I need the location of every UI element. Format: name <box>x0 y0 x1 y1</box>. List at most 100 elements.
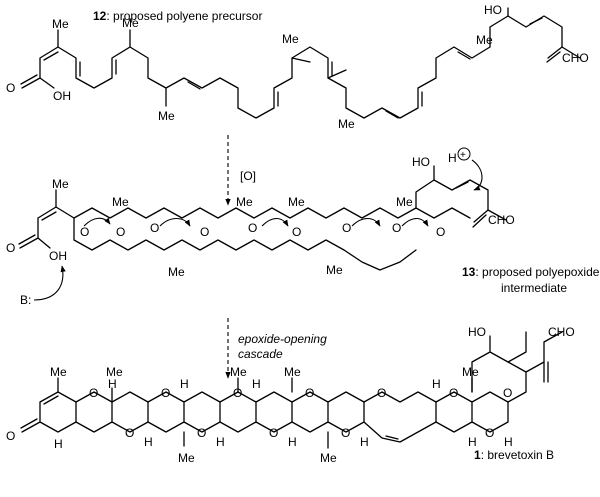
acid-oh-bond <box>39 77 55 89</box>
junction-hydrogen: H <box>252 377 261 391</box>
methyl-bond <box>291 57 311 63</box>
acid-hydroxyl: OH <box>53 89 71 103</box>
cascade-curly-arrow <box>83 217 111 227</box>
terminal-ring-bonds <box>507 361 527 403</box>
methyl-label: Me <box>236 195 253 209</box>
deprotonation-curly-arrow <box>33 265 66 301</box>
methyl-label: Me <box>178 451 195 465</box>
brevetoxin-b-structure: O Me O O O O O O O O O O O O H H H H H H… <box>6 325 575 465</box>
ring-oxygen: O <box>503 386 512 400</box>
cascade-curly-arrow <box>351 217 381 227</box>
svg-text:12: proposed polyene precursor: 12: proposed polyene precursor <box>93 9 262 23</box>
double-bond-line <box>529 17 543 25</box>
compound-13-number: 13 <box>462 265 476 279</box>
methyl-label: Me <box>288 195 305 209</box>
polyepoxide-tail <box>343 249 417 271</box>
junction-hydrogen: H <box>180 377 189 391</box>
junction-hydrogen: H <box>108 377 117 391</box>
aldehyde-label: CHO <box>562 51 589 65</box>
junction-hydrogen: H <box>54 437 63 451</box>
epoxide-oxygen: O <box>248 221 257 235</box>
methyl-label: Me <box>326 263 343 277</box>
methyl-label: Me <box>112 195 129 209</box>
double-bond-line <box>385 435 399 440</box>
ring-oxygen: O <box>197 426 206 440</box>
cascade-step-arrow: epoxide-opening cascade <box>225 318 327 379</box>
ring-oxygen: O <box>377 386 386 400</box>
polyether-upper-edge <box>75 391 509 403</box>
base-label: B: <box>20 293 31 307</box>
carbonyl-bond <box>20 418 38 429</box>
acid-chain-bond <box>19 189 57 249</box>
methyl-label: Me <box>52 17 69 31</box>
aldehyde-label: CHO <box>548 325 575 339</box>
methyl-label: Me <box>462 365 479 379</box>
acid-chain-bond <box>21 29 59 89</box>
polyene-precursor-12: 12: proposed polyene precursor O OH Me M… <box>6 3 589 131</box>
junction-hydrogen: H <box>468 435 477 449</box>
epoxide-oxygen: O <box>292 225 301 239</box>
junction-hydrogen: H <box>504 435 513 449</box>
ring-oxygen: O <box>125 426 134 440</box>
epoxide-oxygen: O <box>342 221 351 235</box>
svg-text:13: proposed polyepoxide: 13: proposed polyepoxide <box>462 265 600 279</box>
double-bond-line <box>187 81 201 90</box>
proton-label: H <box>448 151 457 165</box>
junction-hydrogen: H <box>360 435 369 449</box>
methyl-label: Me <box>50 365 67 379</box>
aldehyde-chain-bond <box>525 331 563 373</box>
methyl-label: Me <box>106 365 123 379</box>
ring-oxygen: O <box>485 426 494 440</box>
ring-oxygen: O <box>269 426 278 440</box>
ring-oxygen: O <box>341 426 350 440</box>
carbonyl-oxygen: O <box>6 81 15 95</box>
double-bond-line <box>385 110 399 119</box>
protonation-curly-arrow <box>471 159 483 191</box>
cascade-curly-arrow <box>401 217 429 227</box>
epoxide-oxygen: O <box>392 221 401 235</box>
svg-text:1: brevetoxin B: 1: brevetoxin B <box>474 448 554 462</box>
double-bond-line <box>457 51 471 60</box>
oxidation-step-arrow: [O] <box>225 135 256 206</box>
double-bond-line <box>546 51 561 63</box>
ring-oxygen: O <box>233 386 242 400</box>
compound-13-caption-line1: : proposed polyepoxide <box>475 265 599 279</box>
polyepoxide-backbone <box>55 206 471 219</box>
ring-oxygen: O <box>89 386 98 400</box>
epoxide-oxygen: O <box>200 225 209 239</box>
compound-13-caption-line2: intermediate <box>501 281 567 295</box>
junction-hydrogen: H <box>216 435 225 449</box>
methyl-label: Me <box>320 451 337 465</box>
terminal-ring-bonds <box>471 331 527 393</box>
aldehyde-chain-bond <box>507 15 581 59</box>
carbonyl-bond <box>20 74 38 85</box>
methyl-label: Me <box>396 195 413 209</box>
lactone-ring <box>21 391 77 433</box>
junction-hydrogen: H <box>288 435 297 449</box>
methyl-label: Me <box>122 16 139 30</box>
ring-oxygen: O <box>305 386 314 400</box>
methyl-bond <box>327 69 347 79</box>
ring-fusion-bonds <box>111 401 473 423</box>
methyl-label: Me <box>282 32 299 46</box>
cascade-label-line1: epoxide-opening <box>238 332 327 346</box>
cascade-label-line2: cascade <box>238 347 283 361</box>
hydroxyl-label: HO <box>484 3 502 17</box>
methyl-label: Me <box>284 365 301 379</box>
positive-charge-sign: + <box>460 150 466 161</box>
methyl-label: Me <box>230 365 247 379</box>
hydroxyl-label: HO <box>412 155 430 169</box>
compound-1-number: 1 <box>474 448 481 462</box>
polyepoxide-lower-chain <box>73 217 345 251</box>
methyl-label: Me <box>158 109 175 123</box>
exo-methylene-bond <box>547 46 563 59</box>
acid-oh-bond <box>37 237 51 249</box>
double-bond-line <box>472 214 487 228</box>
carbonyl-oxygen: O <box>6 241 15 255</box>
epoxide-oxygen: O <box>80 225 89 239</box>
polyether-lower-edge <box>75 401 509 443</box>
compound-1-caption: : brevetoxin B <box>481 448 554 462</box>
junction-hydrogen: H <box>144 435 153 449</box>
methyl-label: Me <box>52 177 69 191</box>
